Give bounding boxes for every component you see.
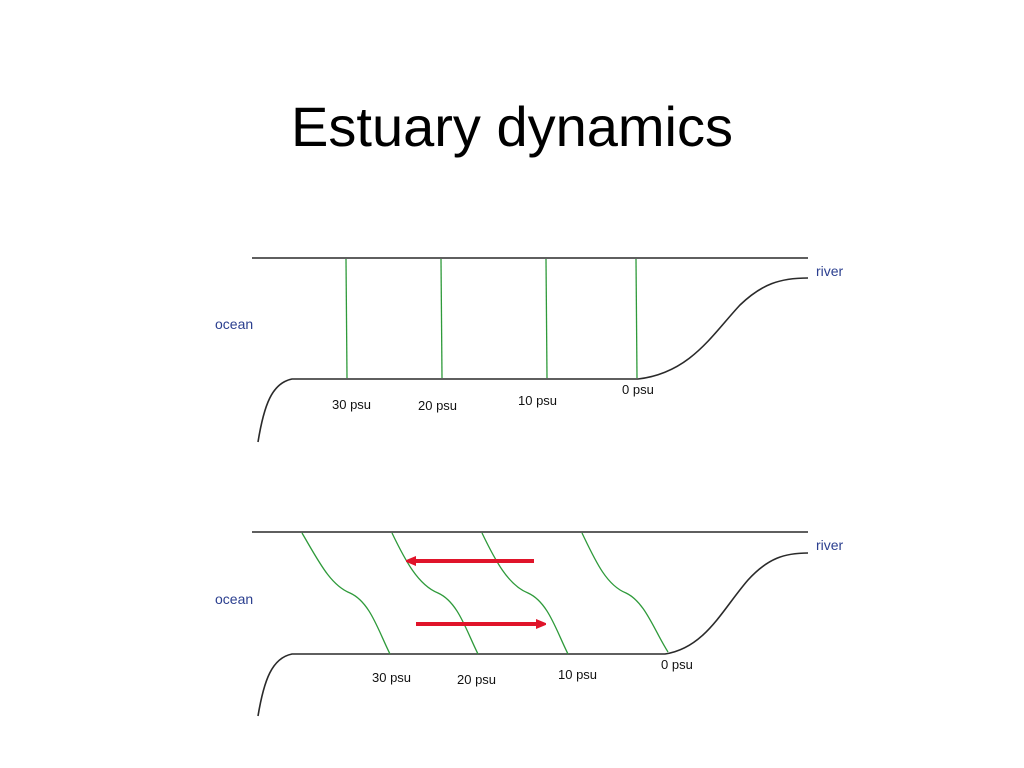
psu-label-30: 30 psu — [372, 670, 411, 685]
isohaline-10-psu — [481, 532, 569, 655]
river-label: river — [816, 537, 844, 553]
psu-label-20: 20 psu — [457, 672, 496, 687]
psu-label-20: 20 psu — [418, 398, 457, 413]
isohaline-20-psu — [391, 532, 479, 655]
isohaline-30-psu — [301, 532, 391, 655]
isohaline-0-psu — [581, 532, 669, 653]
psu-label-0: 0 psu — [622, 382, 654, 397]
estuary-bed-outline — [257, 277, 809, 443]
psu-label-0: 0 psu — [661, 657, 693, 672]
ocean-label: ocean — [215, 316, 253, 332]
ocean-label: ocean — [215, 591, 253, 607]
isohaline-0-psu — [635, 258, 638, 379]
psu-label-30: 30 psu — [332, 397, 371, 412]
psu-label-10: 10 psu — [558, 667, 597, 682]
river-label: river — [816, 263, 844, 279]
psu-label-10: 10 psu — [518, 393, 557, 408]
isohaline-30-psu — [345, 258, 348, 379]
panel-vertical-mixing: ocean river 30 psu 20 psu 10 psu 0 psu — [215, 257, 844, 443]
estuary-bed-outline — [257, 552, 809, 717]
slide-title: Estuary dynamics — [291, 95, 733, 158]
isohaline-20-psu — [440, 258, 443, 379]
isohaline-10-psu — [545, 258, 548, 379]
panel-partial-mixing: ocean river 30 psu 20 psu 10 psu 0 psu — [215, 531, 844, 717]
